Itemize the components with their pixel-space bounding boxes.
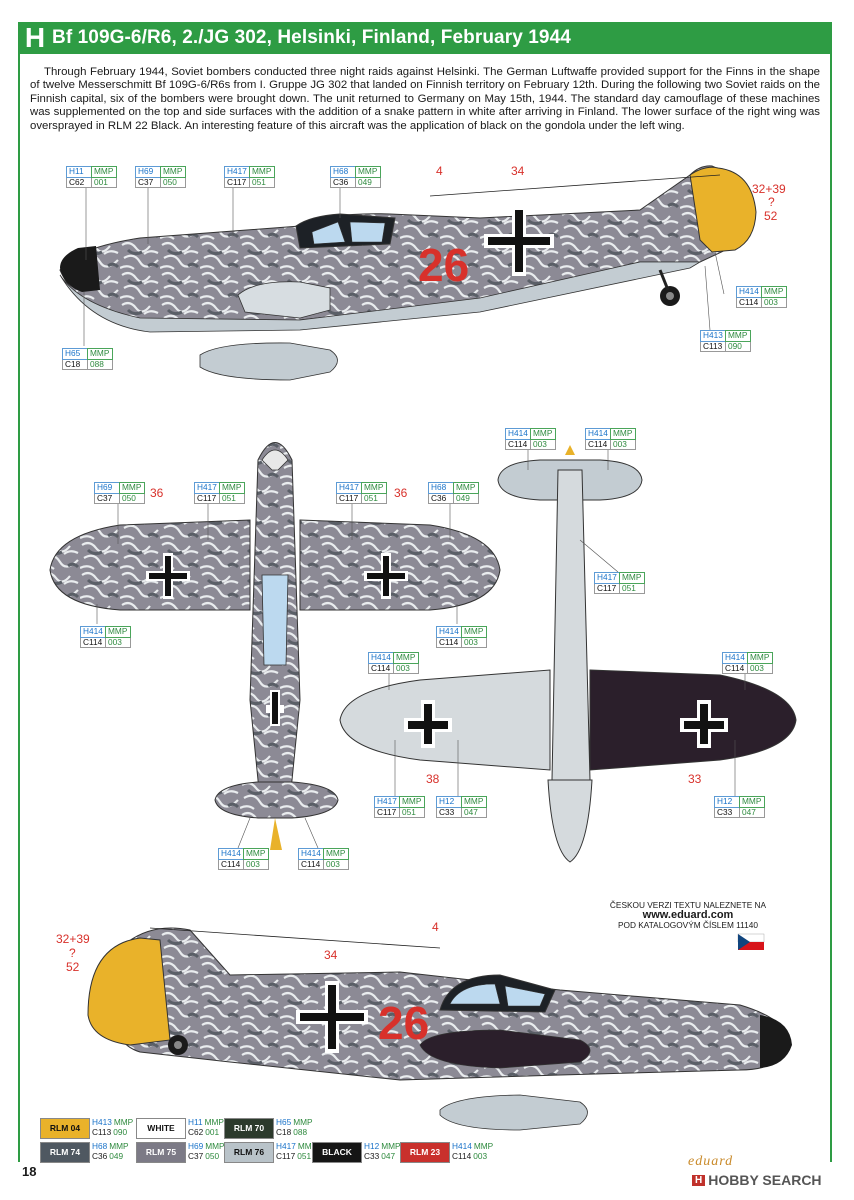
- cross-number-bottom: 34: [324, 948, 338, 962]
- note-line-2: POD KATALOGOVÝM ČÍSLEM 11140: [617, 920, 759, 930]
- top-view: [49, 442, 501, 850]
- page-number: 18: [22, 1164, 37, 1179]
- note-url[interactable]: www.eduard.com: [642, 909, 734, 921]
- czech-version-note: ČESKOU VERZI TEXTU NALEZNETE NA www.edua…: [598, 900, 778, 930]
- legend-swatch: WHITE: [136, 1118, 186, 1139]
- legend-swatch: RLM 74: [40, 1142, 90, 1163]
- eduard-logo: eduard: [688, 1154, 734, 1169]
- under-number-left: 38: [426, 772, 440, 786]
- spinner-number-top: 32+39: [752, 182, 786, 196]
- fuselage-code-top: 26: [418, 239, 470, 291]
- spinner-number2-bottom: 52: [66, 960, 80, 974]
- leader-lines: [83, 186, 746, 849]
- antenna-number-bottom: 4: [432, 920, 439, 934]
- legend-swatch: BLACK: [312, 1142, 362, 1163]
- side-cross-right: [296, 981, 368, 1053]
- spinner-q-top: ?: [768, 195, 775, 209]
- under-number-right: 33: [688, 772, 702, 786]
- side-view-right: [87, 927, 792, 1131]
- czech-flag: [737, 933, 765, 950]
- frame-right: [830, 22, 832, 1162]
- antenna-number-top: 4: [436, 164, 443, 178]
- watermark-text: HOBBY SEARCH: [708, 1172, 822, 1188]
- legend-swatch: RLM 76: [224, 1142, 274, 1163]
- spinner-q-bottom: ?: [69, 946, 76, 960]
- fuselage-code-bottom: 26: [378, 997, 430, 1049]
- top-cross-right: [364, 553, 408, 599]
- legend-swatch: RLM 75: [136, 1142, 186, 1163]
- legend-swatch: RLM 70: [224, 1118, 274, 1139]
- frame-left: [18, 54, 20, 1162]
- spinner-number2-top: 52: [764, 209, 778, 223]
- legend-swatch: RLM 23: [400, 1142, 450, 1163]
- top-cross-fuselage: [266, 690, 284, 726]
- intro-text: Through February 1944, Soviet bombers co…: [30, 66, 820, 132]
- section-title: Bf 109G-6/R6, 2./JG 302, Helsinki, Finla…: [52, 27, 571, 48]
- wing-number-left: 36: [150, 486, 164, 500]
- watermark-box: H: [692, 1174, 706, 1186]
- note-line-1: ČESKOU VERZI TEXTU NALEZNETE NA: [609, 900, 767, 910]
- side-view-left: [59, 165, 757, 381]
- hobby-search-watermark: H HOBBY SEARCH: [692, 1170, 822, 1190]
- section-header: H Bf 109G-6/R6, 2./JG 302, Helsinki, Fin…: [18, 22, 832, 54]
- top-cross-left: [146, 553, 190, 599]
- legend-swatch: RLM 04: [40, 1118, 90, 1139]
- section-letter: H: [24, 22, 46, 53]
- bottom-view: [339, 445, 797, 863]
- bottom-cross-left: [404, 700, 452, 748]
- wing-number-right: 36: [394, 486, 408, 500]
- spinner-number-bottom: 32+39: [56, 932, 90, 946]
- side-cross-left: [484, 206, 554, 276]
- bottom-cross-right: [680, 700, 728, 748]
- cross-number-top: 34: [511, 164, 525, 178]
